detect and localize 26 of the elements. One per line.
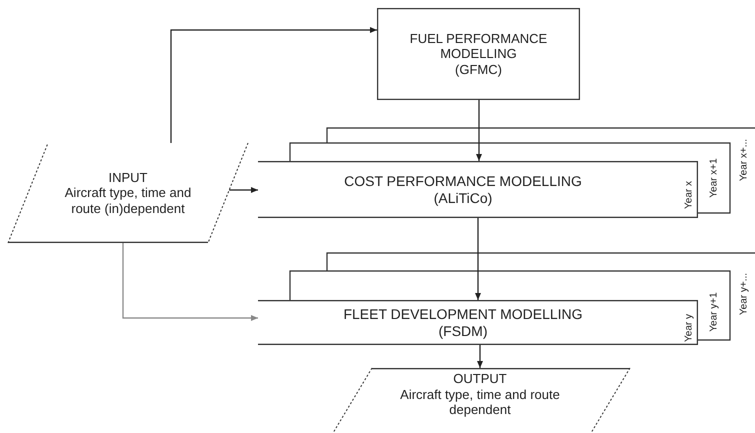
node-text: (FSDM) [438,322,488,340]
node-title: FUEL PERFORMANCE MODELLING [408,30,548,62]
arrow [477,345,483,368]
year-label: Year x+1 [708,158,720,198]
year-label: Year x [684,181,694,209]
year-label: Year x+... [738,138,750,182]
node-text: Aircraft type, time and route dependent [399,386,561,418]
process-box [258,161,698,218]
node-text: Aircraft type, time and route (in)dependent [64,185,192,216]
node-title: INPUT [108,170,148,186]
arrow [475,218,481,300]
arrow [170,27,377,143]
arrow [229,187,258,193]
year-label: Year y+1 [708,292,720,332]
node-text: (GFMC) [455,62,502,78]
input-parallelogram [8,143,248,243]
year-label: Year y [684,314,694,342]
arrow [476,100,482,161]
year-label: Year y+... [738,272,750,316]
node-title: FLEET DEVELOPMENT MODELLING [343,306,583,322]
node-title: COST PERFORMANCE MODELLING [344,172,582,190]
process-box [258,300,698,345]
node-text: (ALiTiCo) [434,190,492,206]
node-title: OUTPUT [453,371,507,387]
process-box [377,8,580,100]
arrow [122,243,258,321]
